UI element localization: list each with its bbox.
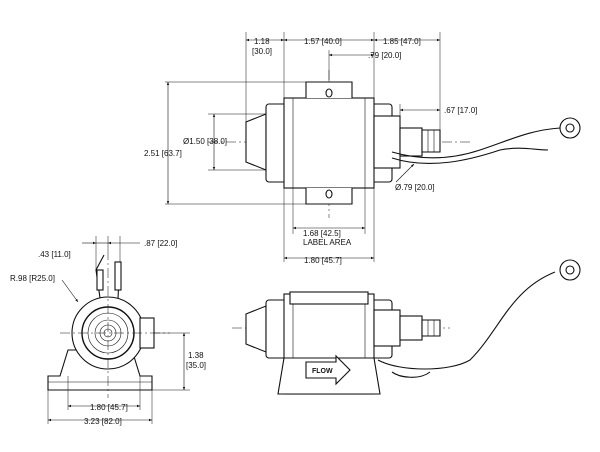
- dim-top-118: 1.18: [254, 37, 270, 46]
- dim-base-323: 3.23 [82.0]: [84, 417, 122, 426]
- dim-top-079: .79 [20.0]: [368, 51, 401, 60]
- dim-top-180: 1.80 [45.7]: [304, 256, 342, 265]
- dim-top-157: 1.57 [40.0]: [304, 37, 342, 46]
- dim-top-185: 1.85 [47.0]: [383, 37, 421, 46]
- side-view: FLOW: [232, 259, 581, 395]
- flow-arrow-label: FLOW: [305, 354, 351, 386]
- top-view: 1.18 [30.0] 1.57 [40.0] 1.85 [47.0] .79 …: [144, 32, 581, 265]
- dim-dia-079: Ø.79 [20.0]: [395, 183, 435, 192]
- dim-height-138-mm: [35.0]: [186, 361, 206, 370]
- dim-base-180: 1.80 [45.7]: [90, 403, 128, 412]
- dim-top-118-mm: [30.0]: [252, 47, 272, 56]
- dim-label-area: LABEL AREA: [303, 238, 352, 247]
- dim-height-251: 2.51 [63.7]: [144, 149, 182, 158]
- dim-radius-098: R.98 [R25.0]: [10, 274, 55, 283]
- dim-side-043: .43 [11.0]: [38, 250, 71, 259]
- dim-label-168: 1.68 [42.5]: [303, 229, 341, 238]
- dim-dia-150: Ø1.50 [38.0]: [183, 137, 227, 146]
- dim-height-138: 1.38: [188, 351, 204, 360]
- dim-len-067: .67 [17.0]: [444, 106, 477, 115]
- dim-side-087: .87 [22.0]: [144, 239, 177, 248]
- end-view: .43 [11.0] .87 [22.0] R.98 [R25.0] 1.38 …: [10, 236, 206, 426]
- flow-label: FLOW: [312, 368, 333, 375]
